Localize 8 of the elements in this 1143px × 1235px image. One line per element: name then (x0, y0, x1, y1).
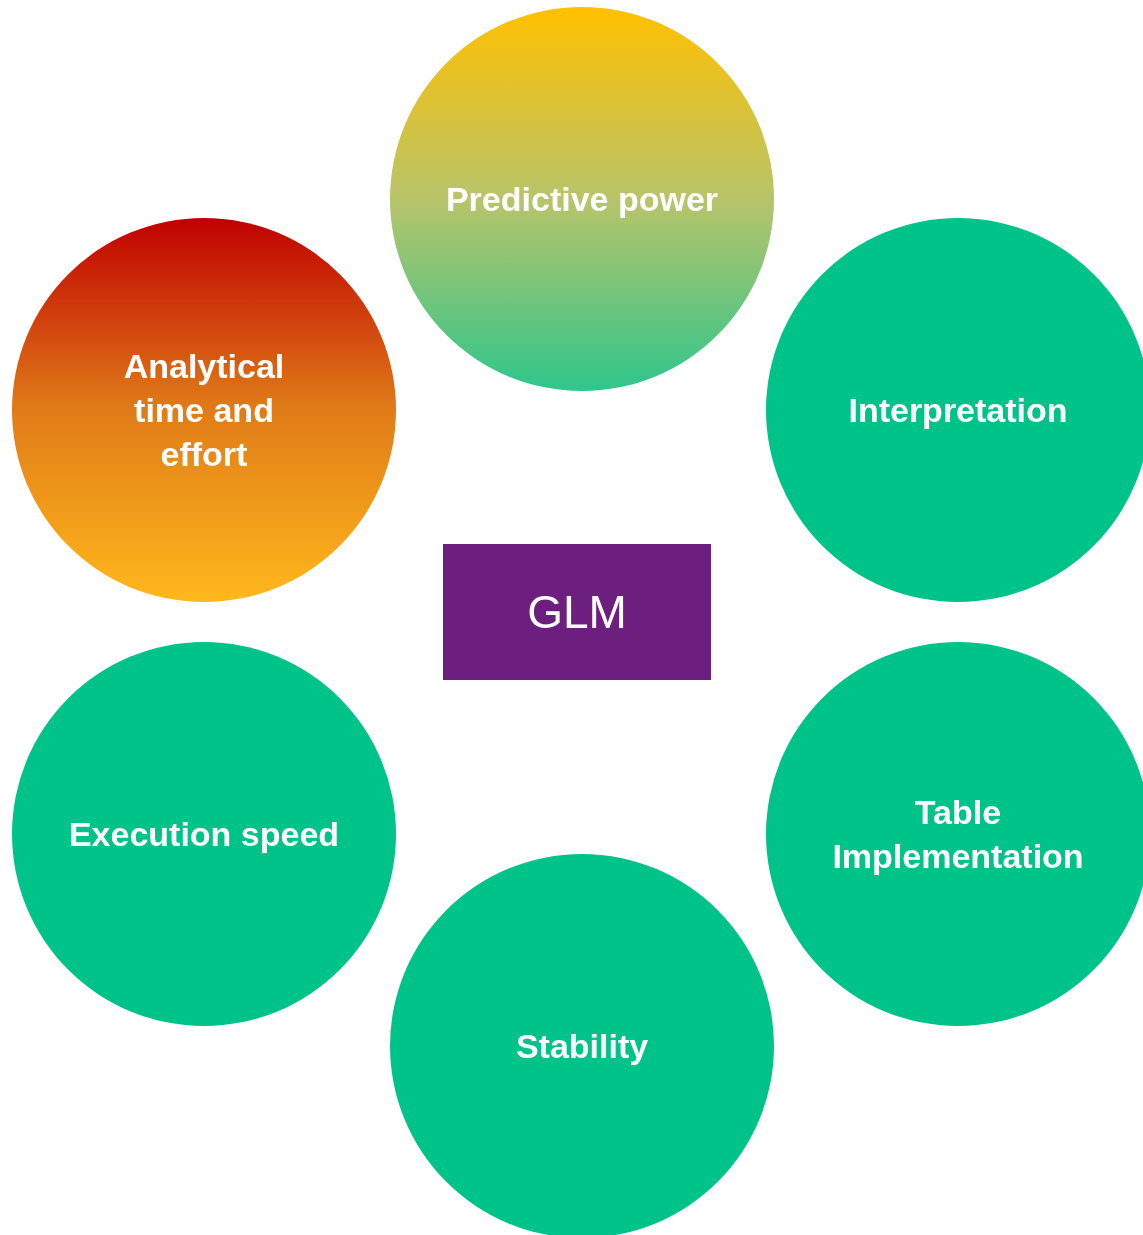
node-label: Interpretation (848, 390, 1068, 431)
center-box (443, 544, 711, 680)
node-label: Table Implementation (831, 792, 1085, 877)
node-label: Stability (515, 1026, 649, 1067)
node-label: Analytical time and effort (122, 346, 286, 475)
node-label: Predictive power (445, 179, 719, 220)
node-label: Execution speed (68, 814, 340, 855)
node-label: GLM (527, 585, 627, 639)
